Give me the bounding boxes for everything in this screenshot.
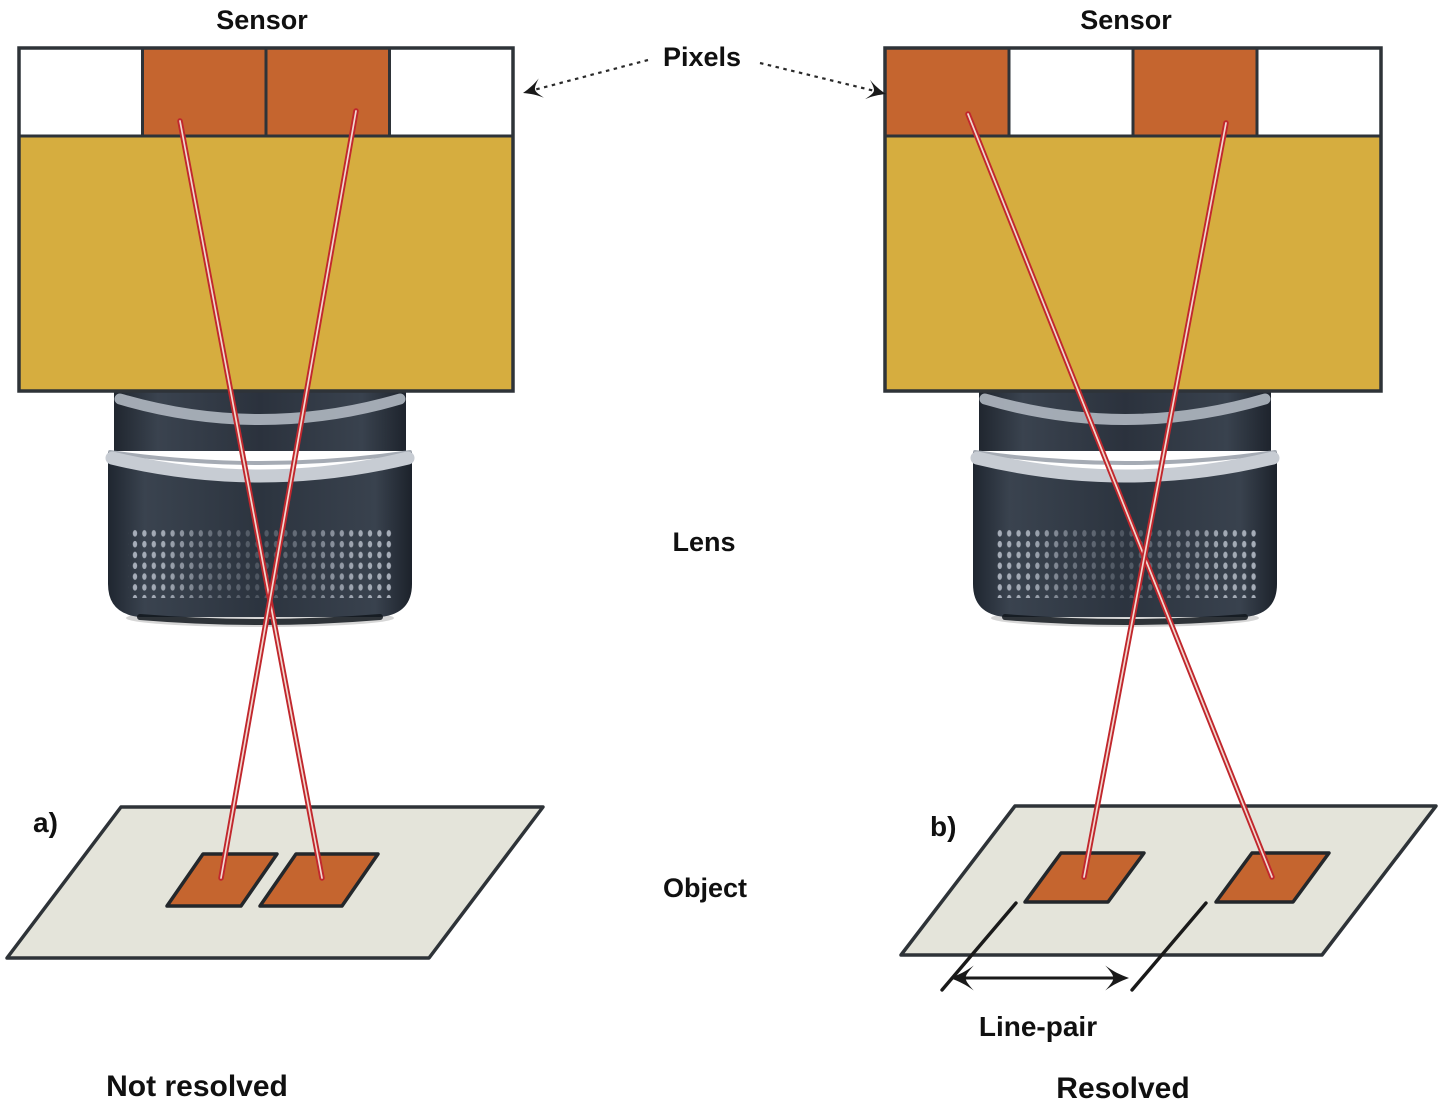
line-pair-label: Line-pair [979,1011,1097,1042]
lens-b [973,391,1277,627]
measure-extension-line-2 [1130,901,1208,992]
light-ray-core [1083,122,1227,878]
light-ray-core [220,110,357,879]
sensor-label-b: Sensor [1080,5,1172,35]
pixels-arrow-line-right [759,61,880,94]
lens-label: Lens [672,527,735,557]
panel-label-b: b) [930,811,956,842]
object-label: Object [663,873,747,903]
panel-label-a: a) [33,807,58,838]
pixel-cell-a2-active [142,48,266,136]
object-feature-a2 [258,852,380,908]
sensor-body-b [885,136,1381,391]
pixels-arrow-line-left [529,58,649,93]
caption-b: Resolved [1056,1072,1189,1102]
object-surface-b [899,804,1438,957]
light-rays-b [965,111,1275,880]
sensor-outline-b [883,46,1383,393]
center-annotations: Pixels Lens Object [520,42,889,903]
pixel-cell-a3-active [266,48,390,136]
sensor-a [17,46,515,393]
caption-a: Not resolved [106,1070,288,1102]
light-ray-core [179,120,323,879]
light-rays-a [177,108,359,881]
light-ray-core [967,113,1273,878]
panel-b: Sensor b) Line-pair Resolved [883,5,1438,1102]
sensor-b [883,46,1383,393]
measure-extension-line-1 [940,901,1018,992]
object-plane-a [5,805,545,960]
pixel-cell-b3-active [1133,48,1257,136]
lens-knurl-texture-b [993,528,1257,598]
pixel-cell-b1-active [885,48,1009,136]
line-pair-measure [940,901,1208,992]
pixels-label: Pixels [663,42,741,72]
pixels-arrowhead-left [520,78,544,103]
lens-a [108,391,412,627]
sensor-label-a: Sensor [216,5,308,35]
object-plane-b [899,804,1438,957]
sensor-body-a [19,136,513,391]
sensor-outline-a [17,46,515,393]
panel-a: Sensor a) Not resolved [5,5,545,1102]
